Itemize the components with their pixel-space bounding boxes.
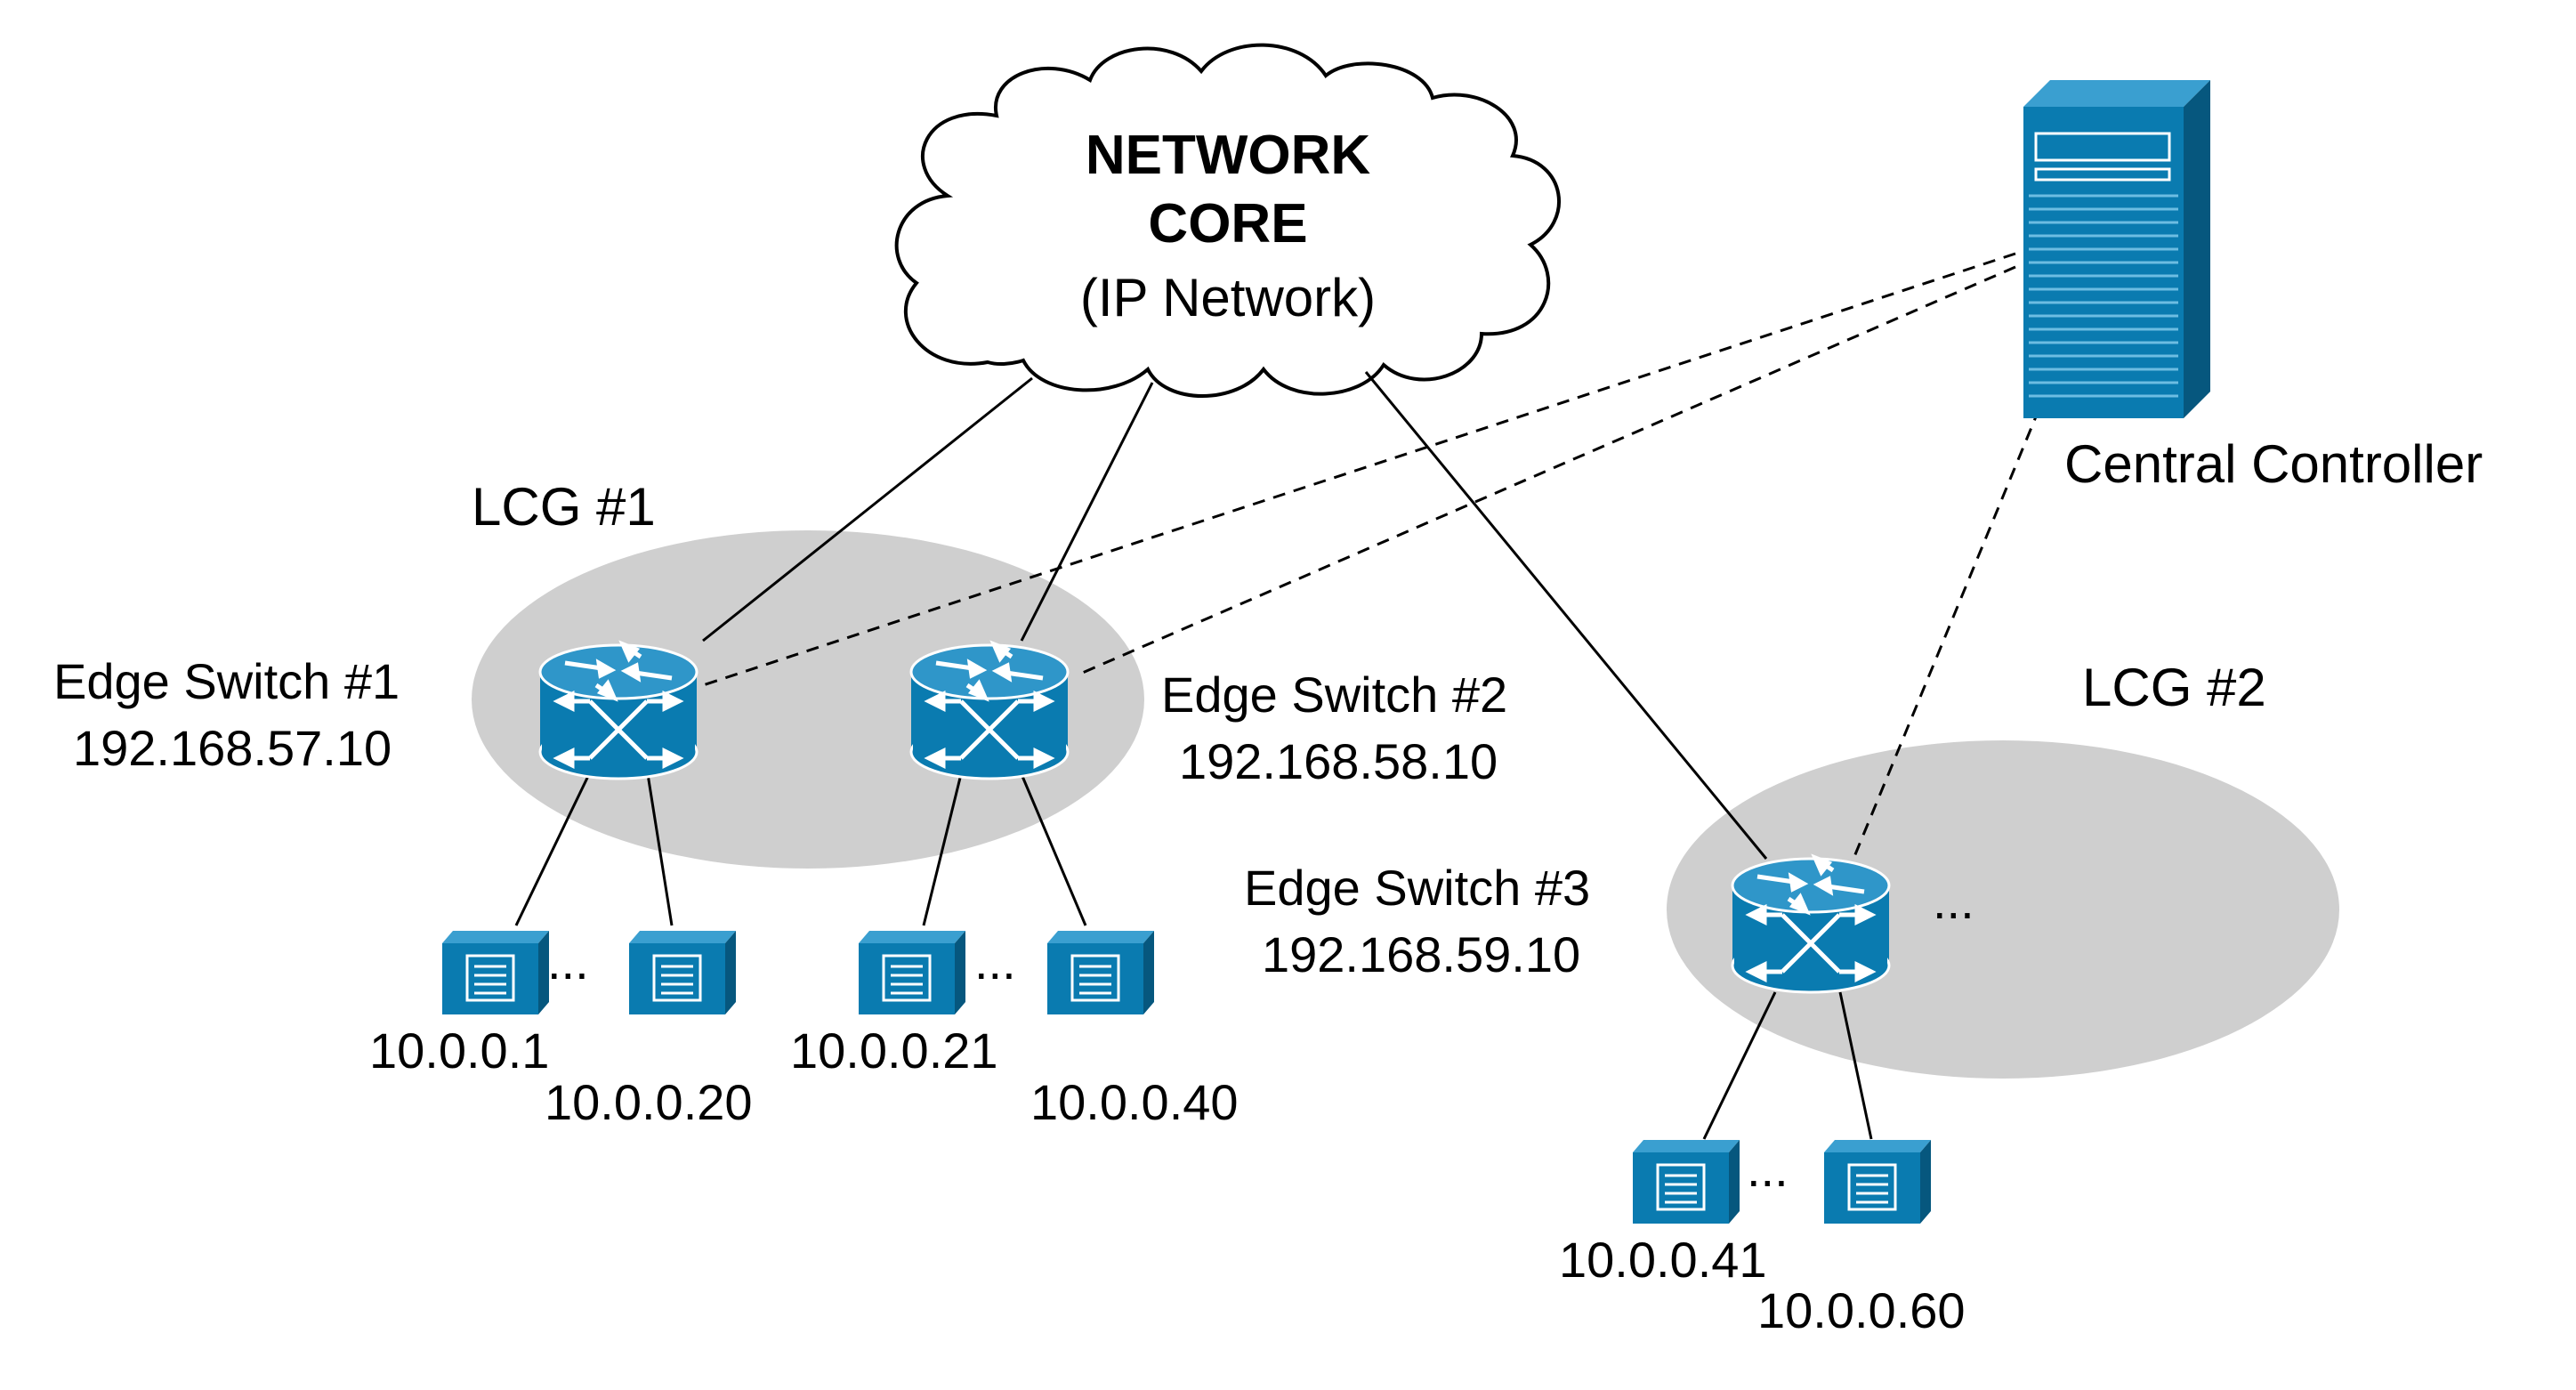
switch1-ip: 192.168.57.10 — [73, 720, 392, 776]
sw3-host-last-ip: 10.0.0.60 — [1757, 1282, 1966, 1338]
core-title-line2: CORE — [1148, 193, 1307, 255]
host-icon — [440, 929, 551, 1016]
sw1-host-first-ip: 10.0.0.1 — [369, 1022, 549, 1079]
switch-icon — [540, 644, 697, 779]
core-link-sw3 — [1364, 371, 1768, 860]
sw3-host-link-first — [1702, 991, 1777, 1140]
host-icon — [1631, 1138, 1741, 1225]
host-icon — [1822, 1138, 1933, 1225]
host-icon — [1046, 929, 1156, 1016]
core-subtitle: (IP Network) — [1080, 268, 1376, 327]
sw1-host-last-ip: 10.0.0.20 — [545, 1074, 753, 1130]
lcg2-area — [1667, 740, 2339, 1079]
sw2-hosts-ellipsis: ... — [974, 933, 1016, 990]
network-core-cloud — [894, 43, 1562, 398]
switch2-ip: 192.168.58.10 — [1179, 733, 1498, 789]
sw1-host-link-first — [514, 773, 591, 926]
sw3-hosts-ellipsis: ... — [1747, 1141, 1789, 1197]
sw2-host-link-first — [922, 773, 963, 926]
core-link-sw1 — [702, 376, 1033, 642]
lcg1-label: LCG #1 — [472, 477, 656, 537]
switch3-ip: 192.168.59.10 — [1262, 926, 1580, 982]
core-link-sw2 — [1020, 382, 1154, 642]
more-switches-ellipsis: ... — [1933, 873, 1974, 929]
sw1-hosts-ellipsis: ... — [547, 933, 589, 990]
sw2-host-link-last — [1020, 773, 1087, 926]
sw3-host-first-ip: 10.0.0.41 — [1559, 1232, 1767, 1288]
lcg2-label: LCG #2 — [2082, 658, 2266, 717]
switch3-name: Edge Switch #3 — [1244, 860, 1590, 916]
switch-icon — [911, 644, 1068, 779]
sw1-host-link-last — [646, 773, 674, 926]
switch1-name: Edge Switch #1 — [53, 653, 400, 709]
server-icon — [2023, 80, 2210, 418]
host-icon — [627, 929, 738, 1016]
sw2-host-last-ip: 10.0.0.40 — [1030, 1074, 1239, 1130]
controller-label: Central Controller — [2064, 434, 2483, 494]
core-title-line1: NETWORK — [1086, 125, 1371, 186]
switch2-name: Edge Switch #2 — [1161, 667, 1507, 723]
switch-icon — [1732, 858, 1889, 992]
control-link-sw1 — [702, 252, 2016, 687]
sw2-host-first-ip: 10.0.0.21 — [790, 1022, 998, 1079]
host-icon — [857, 929, 967, 1016]
control-link-sw3 — [1852, 368, 2057, 860]
sw3-host-link-last — [1838, 991, 1873, 1140]
lcg1-area — [472, 530, 1144, 869]
